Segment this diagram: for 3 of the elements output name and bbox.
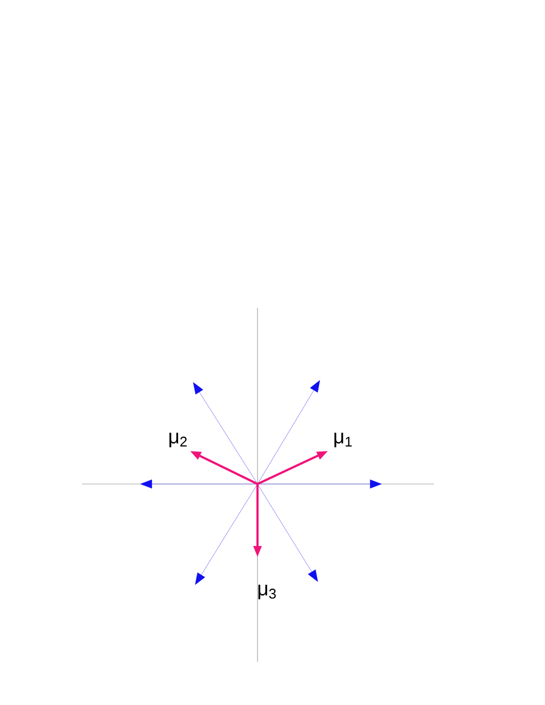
vector-label: μ$_{2}$ [169,432,187,448]
vector-label: μ$_{3}$ [258,584,276,600]
vector-label: μ$_{1}$ [334,432,352,448]
